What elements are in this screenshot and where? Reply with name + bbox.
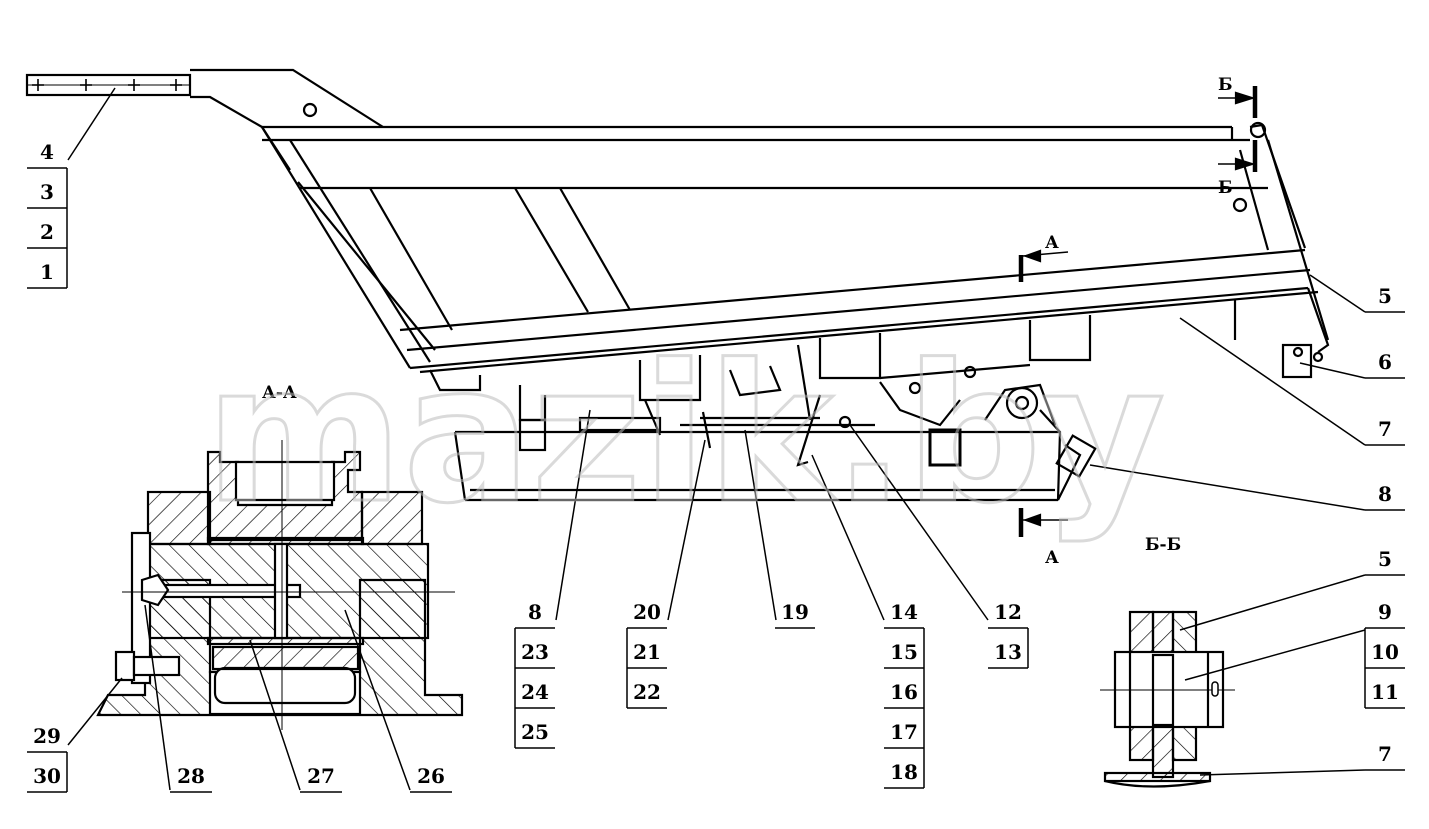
callout-number: 15 xyxy=(890,640,918,664)
callout-group-12-13: 12 13 xyxy=(988,600,1029,669)
callout-number: 12 xyxy=(994,600,1022,624)
section-bb-title: Б-Б xyxy=(1145,535,1181,555)
callout-group-right-6: 6 xyxy=(1365,350,1405,379)
callout-group-8-23-24-25: 8 23 24 25 xyxy=(514,600,555,749)
callout-number: 16 xyxy=(890,680,918,704)
callout-group-20-21-22: 20 21 22 xyxy=(626,600,667,709)
callout-number: 21 xyxy=(633,640,661,664)
callout-number: 17 xyxy=(890,720,918,744)
callout-number: 29 xyxy=(33,724,61,748)
callout-number: 9 xyxy=(1378,600,1392,624)
callout-number: 22 xyxy=(633,680,661,704)
section-aa-title: А-А xyxy=(262,383,297,403)
callout-number: 18 xyxy=(890,760,918,784)
tipper-body xyxy=(25,68,1330,537)
callout-number: 7 xyxy=(1378,417,1392,441)
callout-group-28: 28 xyxy=(170,764,212,793)
section-bb-hinge xyxy=(1100,610,1235,788)
callout-group-9-10-11: 9 10 11 xyxy=(1364,600,1405,709)
callout-number: 10 xyxy=(1371,640,1399,664)
callout-number: 7 xyxy=(1378,742,1392,766)
callout-number: 28 xyxy=(177,764,205,788)
callout-group-26: 26 xyxy=(410,764,452,793)
callout-group-right-8: 8 xyxy=(1365,482,1405,511)
callout-group-right-7: 7 xyxy=(1365,417,1405,446)
leader-lines xyxy=(67,87,1366,791)
callout-group-bb-7: 7 xyxy=(1365,742,1405,771)
callout-number: 13 xyxy=(994,640,1022,664)
callout-group-bb-5: 5 xyxy=(1365,547,1405,576)
cut-label-b-bottom: Б xyxy=(1218,178,1233,198)
callout-number: 3 xyxy=(40,180,54,204)
callout-group-29-30: 29 30 xyxy=(27,724,68,793)
callout-number: 24 xyxy=(521,680,549,704)
callout-number: 1 xyxy=(40,260,54,284)
callout-number: 25 xyxy=(521,720,549,744)
callout-number: 20 xyxy=(633,600,661,624)
callout-number: 4 xyxy=(40,140,54,164)
callout-number: 6 xyxy=(1378,350,1392,374)
callout-number: 11 xyxy=(1371,680,1399,704)
section-aa-pin-assembly xyxy=(96,440,464,730)
callout-group-14-18: 14 15 16 17 18 xyxy=(884,600,925,789)
callout-number: 30 xyxy=(33,764,61,788)
cut-label-b-top: Б xyxy=(1218,75,1233,95)
callout-number: 8 xyxy=(528,600,542,624)
callout-number: 8 xyxy=(1378,482,1392,506)
callout-number: 5 xyxy=(1378,284,1392,308)
callout-group-27: 27 xyxy=(300,764,342,793)
callout-number: 27 xyxy=(307,764,335,788)
callout-number: 5 xyxy=(1378,547,1392,571)
watermark: mazik.by xyxy=(205,324,1165,545)
callout-number: 2 xyxy=(40,220,54,244)
callout-group-top-left: 4 3 2 1 xyxy=(27,140,68,289)
cut-label-a-top: А xyxy=(1045,233,1059,253)
callout-number: 14 xyxy=(890,600,918,624)
callout-number: 23 xyxy=(521,640,549,664)
callout-number: 19 xyxy=(781,600,809,624)
callout-number: 26 xyxy=(417,764,445,788)
callout-group-right-5: 5 xyxy=(1365,284,1405,313)
cut-label-a-bottom: А xyxy=(1045,548,1059,568)
callout-group-19: 19 xyxy=(775,600,815,629)
